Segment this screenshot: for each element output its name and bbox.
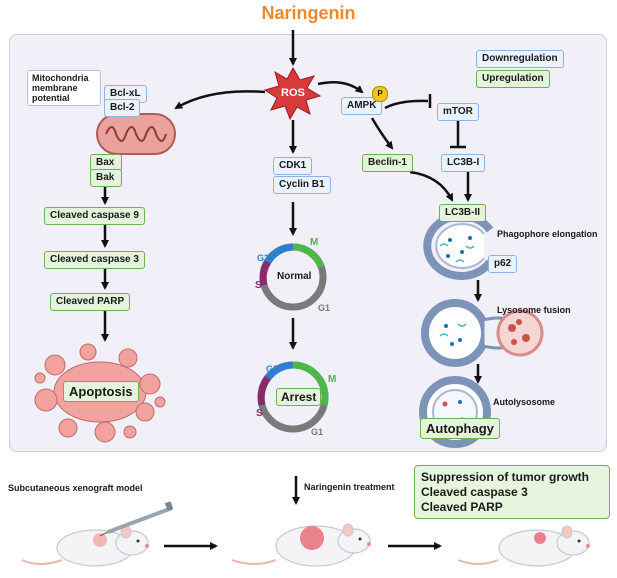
lc3b1-node: LC3B-I bbox=[441, 154, 486, 172]
arrow-ros-ampk bbox=[317, 81, 364, 94]
cell-cycle-arrest-ring bbox=[257, 361, 329, 433]
cdk1-node: CDK1 bbox=[273, 157, 313, 175]
phagophore-shape bbox=[423, 212, 494, 280]
mito-membrane-potential-label: Mitochondria membrane potential bbox=[27, 70, 101, 106]
beclin1-node: Beclin-1 bbox=[362, 154, 413, 172]
legend-upregulation: Upregulation bbox=[476, 70, 550, 88]
legend-downregulation: Downregulation bbox=[476, 50, 564, 68]
xenograft-model-label: Subcutaneous xenograft model bbox=[8, 483, 143, 493]
mouse-suppressed-shape bbox=[457, 525, 590, 567]
mtor-node: mTOR bbox=[437, 103, 479, 121]
arrow-ampk-beclin bbox=[370, 117, 394, 150]
mouse-treated-shape bbox=[231, 523, 371, 567]
lysosome-fusion-label: Lysosome fusion bbox=[497, 305, 571, 315]
arrest-g1-label: G1 bbox=[311, 427, 324, 437]
lc3b2-node: LC3B-II bbox=[439, 204, 486, 222]
p62-node: p62 bbox=[488, 255, 518, 273]
cleaved-caspase3-node: Cleaved caspase 3 bbox=[44, 251, 145, 269]
autolysosome-label: Autolysosome bbox=[493, 397, 556, 407]
phagophore-label: Phagophore elongation bbox=[497, 229, 598, 239]
bcl2-node: Bcl-2 bbox=[104, 99, 141, 117]
arrest-m-label: M bbox=[328, 374, 337, 385]
ampk-node: AMPK bbox=[341, 97, 383, 115]
autophagy-node: Autophagy bbox=[420, 418, 500, 439]
outcome-line-1: Suppression of tumor growth bbox=[421, 470, 589, 484]
mitochondrion-shape bbox=[96, 113, 176, 155]
phospho-badge: P bbox=[372, 86, 388, 102]
apoptosis-node: Apoptosis bbox=[63, 381, 139, 402]
outcome-line-3: Cleaved PARP bbox=[421, 500, 503, 514]
cleaved-parp-node: Cleaved PARP bbox=[50, 293, 131, 311]
arrow-beclin-lc3b2 bbox=[409, 170, 454, 202]
mouse-untreated-shape bbox=[21, 501, 174, 567]
diagram-title: Naringenin bbox=[261, 3, 356, 23]
cyclinb1-node: Cyclin B1 bbox=[273, 176, 331, 194]
arrest-g2-label: G2 bbox=[266, 364, 279, 374]
outcome-line-2: Cleaved caspase 3 bbox=[421, 485, 528, 499]
arrest-s-label: S bbox=[256, 408, 263, 419]
naringenin-treatment-label: Naringenin treatment bbox=[304, 482, 395, 492]
normal-g2-label: G2 bbox=[257, 253, 270, 263]
inhibit-ampk-mtor bbox=[384, 99, 429, 110]
ros-label: ROS bbox=[281, 87, 305, 99]
cleaved-caspase9-node: Cleaved caspase 9 bbox=[44, 207, 145, 225]
arrest-cycle-center: Arrest bbox=[276, 388, 322, 406]
outcome-box: Suppression of tumor growth Cleaved casp… bbox=[414, 465, 610, 519]
cell-cycle-normal-ring bbox=[259, 243, 327, 311]
bak-node: Bak bbox=[90, 169, 122, 187]
apoptotic-cells-shape bbox=[34, 343, 166, 443]
lysosome-fusion-shape bbox=[421, 299, 544, 367]
arrow-ros-mito bbox=[174, 90, 266, 110]
normal-cycle-center: Normal bbox=[277, 271, 312, 282]
normal-m-label: M bbox=[310, 237, 319, 248]
ros-star bbox=[263, 66, 322, 121]
normal-s-label: S bbox=[255, 280, 262, 291]
normal-g1-label: G1 bbox=[318, 303, 331, 313]
